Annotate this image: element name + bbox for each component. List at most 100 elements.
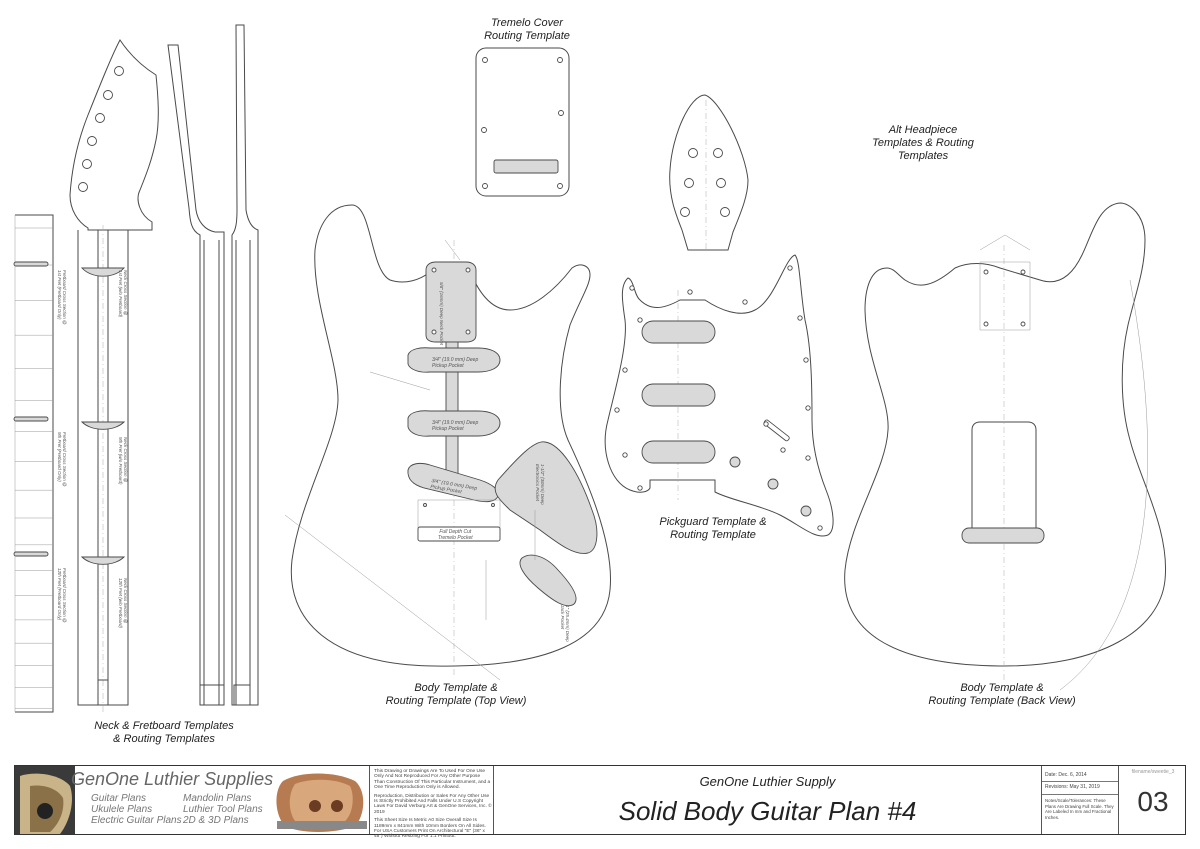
product-photos: [15, 766, 367, 834]
tremolo-label-line-1: Tremelo Cover: [491, 17, 563, 29]
plan-mandolin: Mandolin Plans: [183, 793, 252, 804]
pickguard-screw-hole: [805, 455, 811, 461]
body-back-label: Body Template & Routing Template (Back V…: [922, 682, 1082, 708]
pickguard-screw-hole: [787, 265, 793, 271]
tremolo-pocket-note-2: Tremelo Pocket: [438, 535, 473, 541]
neck-section-1-b: 1st Fret (w/o Fretboard): [118, 270, 123, 318]
alt-headpiece-line-1: Alt Headpiece: [888, 124, 958, 136]
plan-guitar: Guitar Plans: [91, 793, 147, 804]
title-block: GenOne Luthier Supplies Guitar Plans Uku…: [14, 765, 1186, 839]
plan-electric: Electric Guitar Plans: [91, 815, 182, 826]
jack-note-1: 1" (25.4mm) Deep: [565, 605, 570, 642]
neck-section-2-b: 9th Fret (w/o Fretboard): [118, 437, 123, 485]
neck-label-line-1: Neck & Fretboard Templates: [94, 720, 234, 732]
fret-section-note-3: Fretboard Cross Section @ 12th Fret (Fre…: [57, 568, 67, 623]
body-top-label-line-2: Routing Template (Top View): [385, 695, 527, 707]
fretboard-template: [13, 214, 54, 713]
jack-pocket-note: 1" (25.4mm) Deep Jack Pocket: [560, 605, 570, 642]
neck-template: [69, 39, 159, 712]
neck-section-note-2: Neck Cross Section @ 9th Fret (w/o Fretb…: [118, 437, 128, 485]
pickguard-screw-hole: [622, 367, 628, 373]
tremolo-pocket-note: Full Depth Cut Tremelo Pocket: [438, 529, 473, 541]
plans-list-1: Guitar Plans Ukulele Plans Electric Guit…: [91, 793, 182, 826]
alt-headpiece-line-3: Templates: [897, 150, 949, 162]
plan-luthier-tool: Luthier Tool Plans: [183, 804, 263, 815]
legal-notice: This Drawing or Drawings Are To Used For…: [370, 766, 494, 839]
mid-pickup-note: 3/4" (19.0 mm) Deep Pickup Pocket: [432, 420, 478, 432]
brand-panel: GenOne Luthier Supplies Guitar Plans Uku…: [15, 766, 370, 834]
pickguard-screw-hole: [629, 285, 635, 291]
body-top-template: [284, 204, 612, 681]
plans-list-2: Mandolin Plans Luthier Tool Plans 2D & 3…: [183, 793, 263, 826]
neck-pocket-note-2: Neck Pocket: [439, 319, 444, 346]
neck-pickup-note-1: 3/4" (19.0 mm) Deep: [432, 357, 479, 363]
pickguard-screw-hole: [780, 447, 786, 453]
date-text: Date: Dec. 6, 2014: [1045, 772, 1087, 778]
pickguard-screw-hole: [763, 421, 769, 427]
pickguard-screw-hole: [637, 485, 643, 491]
plan-title: Solid Body Guitar Plan #4: [618, 796, 917, 826]
scale-note: Notes/Scale/Tolerances: These Plans Are …: [1045, 798, 1114, 820]
pickguard-template: [604, 254, 834, 537]
brand-name: GenOne Luthier Supplies: [71, 769, 274, 789]
neck-pickup-note-2: Pickup Pocket: [432, 363, 464, 369]
alt-headpiece-template: [669, 94, 749, 251]
fret-section-3-a: Fretboard Cross Section @: [62, 568, 67, 623]
tremolo-pocket-note-1: Full Depth Cut: [439, 529, 472, 535]
plan-drawing: .o{fill:none;stroke:#4a4a4a;stroke-width…: [13, 24, 1167, 713]
alt-headpiece-line-2: Templates & Routing: [872, 137, 974, 149]
neck-side-profile-2: [231, 24, 259, 706]
neck-pocket-note: 5/8" (16mm) Deep Neck Pocket: [439, 282, 444, 345]
neck-section-3-a: Neck Cross Section @: [123, 578, 128, 624]
neck-label-line-2: & Routing Templates: [113, 733, 215, 745]
pickguard-screw-hole: [817, 525, 823, 531]
revisions-text: Revisions: May 31, 2019: [1045, 784, 1100, 790]
neck-section-2-a: Neck Cross Section @: [123, 437, 128, 483]
pickguard-screw-hole: [614, 407, 620, 413]
electronics-note-2: Electronics Pocket: [535, 464, 540, 502]
body-back-label-line-1: Body Template &: [960, 682, 1044, 694]
pickguard-label-line-1: Pickguard Template &: [659, 516, 767, 528]
pickguard-screw-hole: [742, 299, 748, 305]
tremolo-cover-template: [475, 47, 570, 197]
legal-text-1: This Drawing or Drawings Are To Used For…: [374, 769, 491, 791]
pickguard-screw-hole: [805, 405, 811, 411]
fret-section-note-1: Fretboard Cross Section @ 1st Fret (Fret…: [57, 270, 67, 325]
plan-title-panel: GenOne Luthier Supply Solid Body Guitar …: [494, 766, 1042, 834]
tremolo-cover-label: Tremelo Cover Routing Template: [468, 17, 586, 43]
fret-section-2-a: Fretboard Cross Section @: [62, 432, 67, 487]
body-back-template: [844, 202, 1167, 691]
tremolo-label-line-2: Routing Template: [484, 30, 570, 42]
legal-text-2: Reproduction, Distribution or Sales For …: [374, 793, 492, 815]
pickguard-label-line-2: Routing Template: [670, 529, 756, 541]
neck-side-profile: [167, 44, 225, 706]
electronics-note-1: 1-1/2" (38mm) Deep: [540, 464, 545, 505]
body-top-label: Body Template & Routing Template (Top Vi…: [376, 682, 536, 708]
plan-ukulele: Ukulele Plans: [91, 804, 153, 815]
company-name: GenOne Luthier Supply: [699, 774, 836, 789]
mid-pickup-note-2: Pickup Pocket: [432, 426, 464, 432]
neck-section-3-b: 12th Fret (w/o Fretboard): [118, 578, 123, 629]
pickguard-screw-hole: [803, 357, 809, 363]
revision-panel: Date: Dec. 6, 2014 Revisions: May 31, 20…: [1042, 766, 1119, 834]
fret-section-1-a: Fretboard Cross Section @: [62, 270, 67, 325]
fret-section-3-b: 12th Fret (Fretboard Only): [57, 568, 62, 621]
neck-section-note-3: Neck Cross Section @ 12th Fret (w/o Fret…: [118, 578, 128, 628]
neck-section-1-a: Neck Cross Section @: [123, 270, 128, 316]
mid-pickup-note-1: 3/4" (19.0 mm) Deep: [432, 420, 479, 426]
fret-section-2-b: 9th Fret (Fretboard Only): [57, 432, 62, 482]
fret-section-note-2: Fretboard Cross Section @ 9th Fret (Fret…: [57, 432, 67, 487]
electronics-pocket-note: 1-1/2" (38mm) Deep Electronics Pocket: [535, 464, 545, 505]
neck-pickup-note: 3/4" (19.0 mm) Deep Pickup Pocket: [432, 357, 478, 369]
file-name: filename/sweetie_3: [1131, 769, 1175, 775]
pickguard-screw-hole: [687, 289, 693, 295]
sheet-number: 03: [1137, 786, 1169, 817]
pickguard-label: Pickguard Template & Routing Template: [648, 516, 778, 542]
body-back-label-line-2: Routing Template (Back View): [928, 695, 1076, 707]
plan-2d-3d: 2D & 3D Plans: [183, 815, 249, 826]
neck-pocket-note-1: 5/8" (16mm) Deep: [439, 282, 444, 319]
pickguard-screw-hole: [797, 315, 803, 321]
neck-section-note-1: Neck Cross Section @ 1st Fret (w/o Fretb…: [118, 270, 128, 317]
fret-section-1-b: 1st Fret (Fretboard Only): [57, 270, 62, 320]
pickguard-screw-hole: [637, 317, 643, 323]
